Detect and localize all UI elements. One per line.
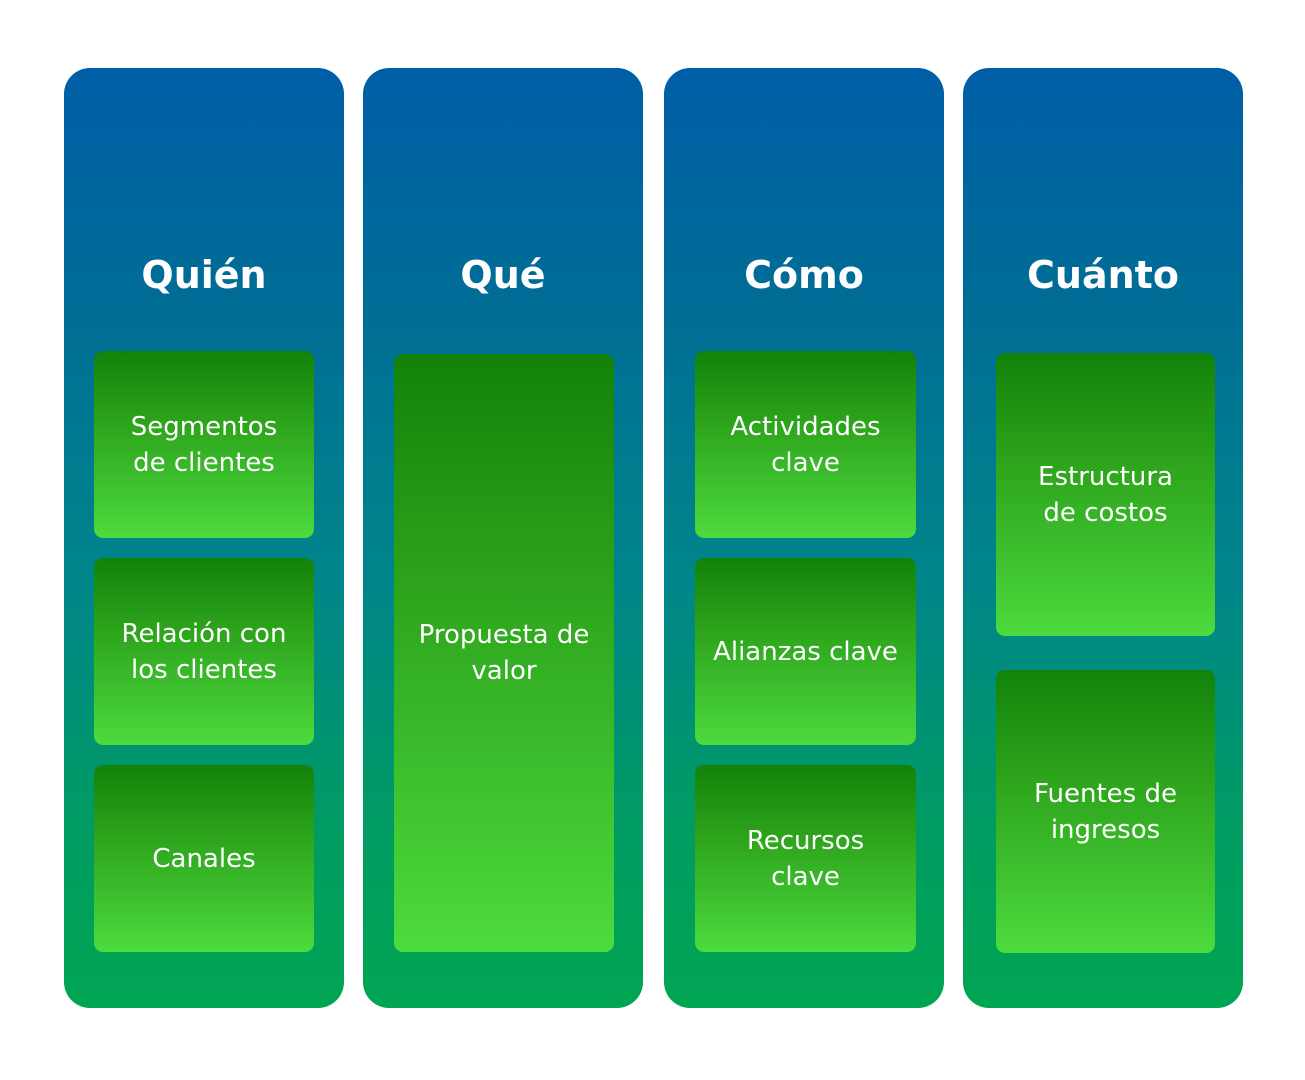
box-label: Propuesta de valor	[418, 620, 590, 686]
box-label: Estructura de costos	[1038, 461, 1173, 528]
column-title-que: Qué	[460, 253, 546, 297]
box-label: Recursos clave	[746, 825, 865, 892]
box-actividades-clave: Actividades clave	[695, 351, 916, 538]
box-alianzas-clave: Alianzas clave	[695, 558, 916, 745]
box-fuentes-de-ingresos: Fuentes de ingresos	[996, 670, 1215, 953]
box-label: Relación con los clientes	[121, 618, 287, 685]
box-canales: Canales	[94, 765, 314, 952]
column-que: Qué Propuesta de valor	[363, 68, 643, 1008]
box-label: Alianzas clave	[713, 636, 898, 667]
column-title-cuanto: Cuánto	[1027, 253, 1179, 297]
column-quien: Quién Segmentos de clientes Relación con…	[64, 68, 344, 1008]
box-label: Segmentos de clientes	[130, 411, 278, 478]
box-label: Fuentes de ingresos	[1034, 778, 1177, 845]
column-title-como: Cómo	[744, 253, 864, 297]
column-title-quien: Quién	[141, 253, 267, 297]
box-relacion-con-los-clientes: Relación con los clientes	[94, 558, 314, 745]
box-label: Canales	[152, 843, 256, 874]
box-recursos-clave: Recursos clave	[695, 765, 916, 952]
box-label: Actividades clave	[730, 411, 881, 478]
box-estructura-de-costos: Estructura de costos	[996, 353, 1215, 636]
box-propuesta-de-valor: Propuesta de valor	[394, 354, 614, 952]
column-como: Cómo Actividades clave Alianzas clave Re…	[664, 68, 944, 1008]
column-cuanto: Cuánto Estructura de costos Fuentes de i…	[963, 68, 1243, 1008]
box-segmentos-de-clientes: Segmentos de clientes	[94, 351, 314, 538]
